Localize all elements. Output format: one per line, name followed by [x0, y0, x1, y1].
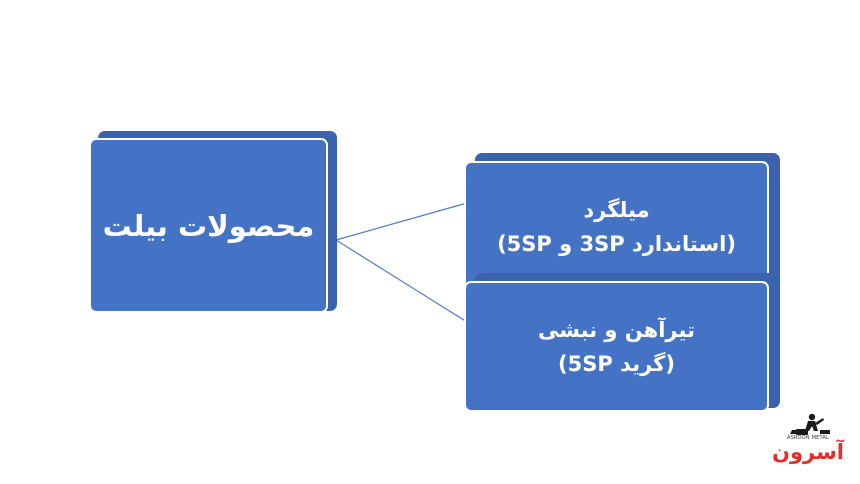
child-node-1: میلگرد (استاندارد 3SP و 5SP)	[464, 161, 769, 292]
child-node-1-line-1: میلگرد	[583, 197, 650, 222]
worker-silhouette-icon	[790, 413, 830, 435]
root-node-label: محصولات بیلت	[102, 208, 315, 243]
child-node-2-line-1: تیرآهن و نبشی	[538, 317, 695, 342]
child-node-2-line-2: (گرید 5SP)	[558, 351, 675, 376]
brand-logo: ASROON METAL آسرون	[768, 412, 848, 472]
root-node: محصولات بیلت	[89, 138, 328, 313]
child-node-1-line-2: (استاندارد 3SP و 5SP)	[497, 231, 736, 256]
logo-subtitle: ASROON METAL	[786, 435, 829, 441]
connector-root-to-child-1	[335, 202, 468, 241]
connector-root-to-child-2	[335, 239, 468, 323]
child-node-2: تیرآهن و نبشی (گرید 5SP)	[464, 281, 769, 412]
logo-wordmark: آسرون	[772, 440, 844, 464]
